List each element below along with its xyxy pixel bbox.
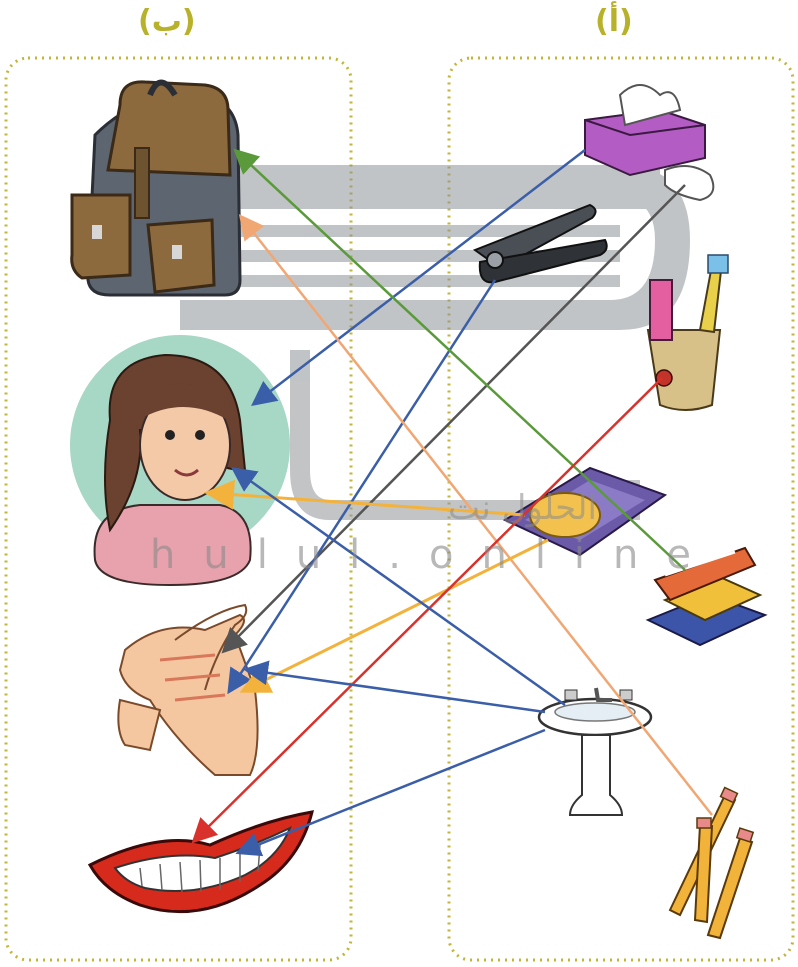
- mouth-image: [90, 812, 312, 912]
- sink-image: [539, 688, 651, 815]
- arrow-sink-to-hands: [248, 670, 545, 712]
- watermark-arabic: الحلول نت: [448, 488, 597, 528]
- nail-clipper-image: [475, 205, 607, 282]
- backpack-image: [72, 82, 240, 295]
- hands-image: [118, 605, 257, 775]
- watermark-latin: hulul.online: [150, 532, 719, 578]
- pencils-image: [670, 788, 753, 938]
- arrow-sink-to-mouth: [240, 730, 545, 852]
